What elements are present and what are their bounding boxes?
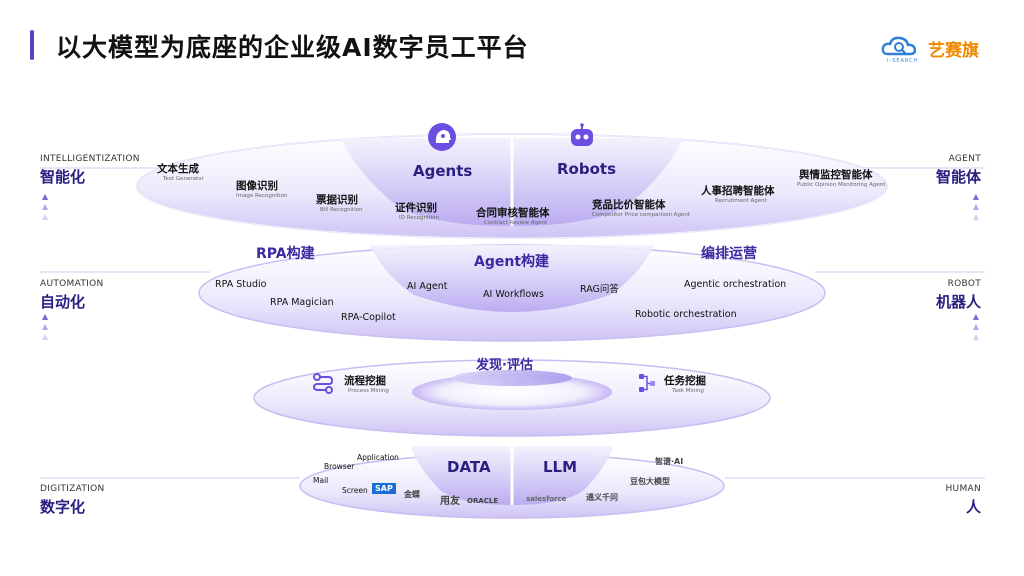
discovery-disc: [412, 374, 612, 410]
left-label-en: INTELLIGENTIZATION: [40, 154, 140, 164]
list-item: RPA Magician: [270, 297, 334, 308]
doubao-logo: 豆包大模型: [630, 477, 670, 486]
right-label-cn: 人: [965, 498, 981, 516]
left-label-en: AUTOMATION: [40, 279, 104, 289]
cloud-logo-icon: [881, 36, 917, 56]
logo: [880, 32, 990, 66]
list-item: 竞品比价智能体 Competitor Price comparison Agen…: [592, 199, 690, 218]
right-label-en: AGENT: [948, 154, 981, 164]
right-label-en: HUMAN: [945, 484, 981, 494]
llm-cup: [512, 446, 614, 505]
sap-logo: SAP: [372, 483, 396, 494]
logo-subtext: i-SEARCH: [887, 58, 919, 64]
robots-title: Robots: [557, 160, 616, 178]
right-label-cn: 机器人: [935, 293, 981, 311]
logo-text: 艺赛旗: [928, 41, 979, 61]
list-item: 人事招聘智能体 Recruitment Agent: [701, 185, 775, 204]
right-label-en: ROBOT: [947, 279, 981, 289]
list-item: Agentic orchestration: [684, 279, 787, 290]
list-item: 文本生成 Text Generator: [157, 163, 204, 182]
agent-build-title: Agent构建: [474, 254, 550, 270]
discovery-title: 发现·评估: [476, 358, 533, 373]
list-item: Browser: [324, 462, 355, 471]
list-item: 图像识别 Image Recognition: [236, 180, 288, 199]
page-title: 以大模型为底座的企业级AI数字员工平台: [56, 33, 529, 62]
agent-head-icon: [428, 123, 456, 151]
oracle-logo: ORACLE: [467, 497, 499, 505]
zhipu-logo: 智谱·AI: [655, 457, 684, 466]
list-item: RPA Studio: [215, 279, 267, 290]
orchestration-title: 编排运营: [701, 246, 757, 262]
list-item: Mail: [313, 476, 329, 485]
title-accent-bar: [30, 30, 34, 60]
agent-build-cup: [370, 245, 654, 312]
level-indicator: ▲▲▲: [972, 312, 979, 341]
robot-icon: [571, 123, 593, 146]
list-item: Robotic orchestration: [635, 309, 737, 320]
list-item: 合同审核智能体 Contract Review Agent: [476, 207, 550, 226]
list-item: AI Agent: [407, 281, 448, 292]
agents-cup: [340, 138, 512, 226]
left-label-en: DIGITIZATION: [40, 484, 105, 494]
task-mining-icon: [639, 374, 655, 392]
data-title: DATA: [447, 458, 491, 476]
right-label-cn: 智能体: [935, 168, 981, 186]
list-item: 舆情监控智能体 Public Opinion Monitoring Agent: [797, 169, 886, 188]
rpa-build-title: RPA构建: [256, 246, 315, 262]
level-indicator: ▲▲▲: [42, 192, 49, 221]
data-cup: [410, 446, 512, 505]
list-item: 流程挖掘 Process Mining: [344, 375, 389, 394]
list-item: 证件识别 ID Recognition: [395, 202, 439, 221]
process-mining-icon: [312, 373, 334, 394]
level-indicator: ▲▲▲: [972, 192, 979, 221]
kingdee-logo: 金蝶: [404, 490, 420, 499]
list-item: 票据识别 Bill Recognition: [316, 194, 363, 213]
agents-title: Agents: [413, 162, 473, 180]
list-item: Screen: [342, 486, 368, 495]
left-label-cn: 数字化: [40, 498, 86, 516]
left-label-cn: 智能化: [40, 168, 86, 186]
yonyou-logo: 用友: [440, 496, 460, 507]
list-item: Application: [357, 453, 399, 462]
list-item: RPA-Copilot: [341, 312, 396, 323]
llm-title: LLM: [543, 458, 578, 476]
robots-cup: [512, 138, 684, 226]
tongyi-logo: 通义千问: [586, 493, 618, 502]
list-item: AI Workflows: [483, 289, 544, 300]
list-item: 任务挖掘 Task Mining: [664, 375, 706, 394]
level-indicator: ▲▲▲: [42, 312, 49, 341]
salesforce-logo: salesforce: [526, 495, 567, 503]
list-item: RAG问答: [580, 284, 619, 295]
left-label-cn: 自动化: [40, 293, 86, 311]
